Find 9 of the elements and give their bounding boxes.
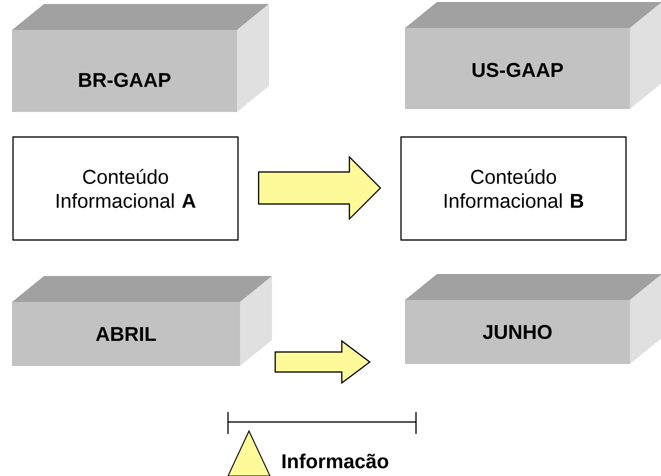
block-box: BR-GAAP xyxy=(12,4,269,112)
block-arrow xyxy=(258,156,382,220)
text-box: Conteúdo Informacional B xyxy=(400,136,627,241)
block-box: US-GAAP xyxy=(405,2,661,109)
block-box: ABRIL xyxy=(12,276,272,366)
block-box: JUNHO xyxy=(405,274,661,364)
block-arrow xyxy=(274,340,371,384)
text-box: Conteúdo Informacional A xyxy=(12,136,239,241)
marker-label: Informacão xyxy=(282,454,388,468)
